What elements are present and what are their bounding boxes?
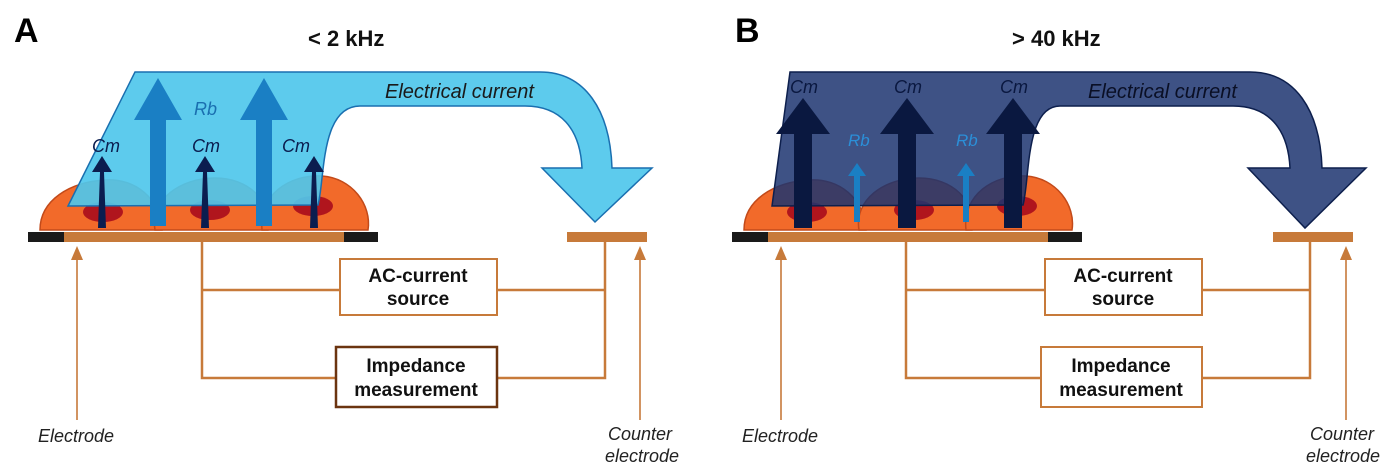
rb-arrow: [848, 163, 866, 222]
rb-label-b-1: Rb: [848, 131, 870, 150]
cm-label-b-3: Cm: [1000, 77, 1028, 97]
cm-arrow: [92, 156, 112, 228]
ac-source-box-b: [1044, 258, 1203, 316]
counter-label-a-2: electrode: [605, 446, 679, 466]
panel-letter-a: A: [14, 12, 39, 50]
wiring-a: [200, 242, 607, 380]
panel-a: A < 2 kHz Rb Cm Cm Cm Electrical curren: [14, 12, 679, 466]
working-electrode-b: [768, 232, 1048, 242]
impedance-box-a: [334, 345, 499, 409]
counter-electrode-b: [1273, 232, 1353, 242]
cm-label-b-2: Cm: [894, 77, 922, 97]
current-flow-b: [771, 71, 1368, 230]
frequency-label-a: < 2 kHz: [308, 26, 384, 51]
rb-label-a: Rb: [194, 99, 217, 119]
frequency-label-b: > 40 kHz: [1012, 26, 1101, 51]
rb-arrow: [957, 163, 975, 222]
electrode-pointers-b: [775, 246, 1352, 420]
cm-arrow: [195, 156, 215, 228]
cm-label-a-2: Cm: [192, 136, 220, 156]
electrode-label-b: Electrode: [742, 426, 818, 446]
cm-arrow: [986, 98, 1040, 228]
ac-source-line2-b: source: [1092, 289, 1154, 310]
counter-label-b-2: electrode: [1306, 446, 1380, 466]
impedance-line2-b: measurement: [1059, 380, 1183, 401]
ac-source-line1-b: AC-current: [1073, 266, 1173, 287]
counter-label-b-1: Counter: [1310, 424, 1375, 444]
cm-arrows-a: [92, 156, 324, 228]
panel-letter-b: B: [735, 12, 760, 50]
ac-source-line2-a: source: [387, 289, 449, 310]
current-label-a: Electrical current: [385, 81, 535, 103]
current-label-b: Electrical current: [1088, 81, 1238, 103]
ac-source-box-a: [339, 258, 498, 316]
rb-arrow: [134, 78, 182, 226]
cm-arrow: [880, 98, 934, 228]
cm-label-b-1: Cm: [790, 77, 818, 97]
ac-source-line1-a: AC-current: [368, 266, 468, 287]
counter-electrode-a: [567, 232, 647, 242]
current-flow-a: [66, 71, 654, 224]
rb-arrows-b: [848, 163, 975, 222]
working-electrode-a: [64, 232, 344, 242]
rb-arrow: [240, 78, 288, 226]
rb-arrows-a: [134, 78, 288, 226]
wiring-b: [904, 242, 1312, 380]
electrode-pointers-a: [71, 246, 646, 420]
impedance-line1-a: Impedance: [366, 356, 465, 377]
rb-label-b-2: Rb: [956, 131, 978, 150]
cm-arrow: [304, 156, 324, 228]
cm-arrow: [776, 98, 830, 228]
impedance-line1-b: Impedance: [1071, 356, 1170, 377]
cm-label-a-1: Cm: [92, 136, 120, 156]
electrode-label-a: Electrode: [38, 426, 114, 446]
impedance-line2-a: measurement: [354, 380, 478, 401]
panel-b: B > 40 kHz Cm Cm Cm Rb Rb Electrica: [732, 12, 1380, 466]
counter-label-a-1: Counter: [608, 424, 673, 444]
impedance-box-b: [1040, 346, 1203, 408]
cm-arrows-b: [776, 98, 1040, 228]
cm-label-a-3: Cm: [282, 136, 310, 156]
